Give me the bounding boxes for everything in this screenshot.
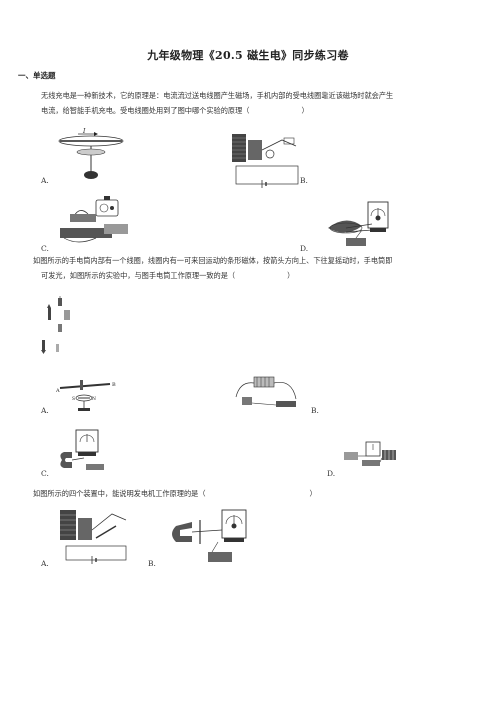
question-1-line-1: 无线充电是一种新技术，它的原理是：电流流过送电线圈产生磁场，手机内部的受电线圈靠… bbox=[41, 91, 394, 100]
q2-option-a-label: A. bbox=[41, 406, 49, 415]
q3-option-b-label: B. bbox=[148, 559, 156, 568]
q1-option-a-label: A. bbox=[41, 176, 49, 185]
question-3-text: 如图所示的四个装置中，能说明发电机工作原理的是（） bbox=[33, 486, 481, 501]
question-2-text: 如图所示的手电筒内部有一个线圈，线圈内有一可来回运动的条形磁体，按箭头方向上、下… bbox=[33, 253, 481, 283]
label-a: A bbox=[56, 388, 60, 394]
question-2-line-2: 可发光，如图所示的实验中，与图手电筒工作原理一致的是（） bbox=[41, 271, 295, 280]
q2-flashlight-figure bbox=[41, 296, 70, 354]
q2-figure-a: A B S N bbox=[56, 380, 116, 411]
q2-figure-c bbox=[60, 429, 104, 470]
q1-figure-b bbox=[232, 134, 299, 188]
q1-figure-a: I bbox=[58, 128, 124, 179]
question-1-text: 无线充电是一种新技术，它的原理是：电流流过送电线圈产生磁场，手机内部的受电线圈靠… bbox=[41, 88, 481, 118]
q1-option-b-label: B. bbox=[300, 176, 308, 185]
page-title: 九年级物理《20.5 磁生电》同步练习卷 bbox=[147, 49, 349, 62]
label-n: N bbox=[92, 396, 96, 402]
q1-figure-c bbox=[60, 196, 128, 243]
current-label: I bbox=[82, 128, 86, 135]
q3-option-a-label: A. bbox=[41, 559, 49, 568]
label-b: B bbox=[112, 382, 116, 388]
q2-option-b-label: B. bbox=[311, 406, 319, 415]
q2-figure-d bbox=[344, 441, 396, 466]
q2-option-d-label: D. bbox=[327, 469, 336, 478]
section-heading: 一、单选题 bbox=[18, 71, 56, 80]
question-2-line-1: 如图所示的手电筒内部有一个线圈，线圈内有一可来回运动的条形磁体，按箭头方向上、下… bbox=[33, 256, 393, 265]
q3-figure-a bbox=[60, 510, 127, 564]
q1-option-d-label: D. bbox=[300, 244, 309, 253]
q1-figure-d bbox=[328, 201, 389, 246]
question-3-line: 如图所示的四个装置中，能说明发电机工作原理的是（） bbox=[33, 489, 317, 498]
question-1-line-2: 电流，给智能手机充电。受电线圈处用到了图中哪个实验的原理（） bbox=[41, 106, 309, 115]
q2-figure-b bbox=[235, 376, 297, 407]
q1-option-c-label: C. bbox=[41, 244, 49, 253]
q2-option-c-label: C. bbox=[41, 469, 49, 478]
q3-figure-b bbox=[172, 509, 247, 562]
label-s: S bbox=[72, 396, 75, 402]
